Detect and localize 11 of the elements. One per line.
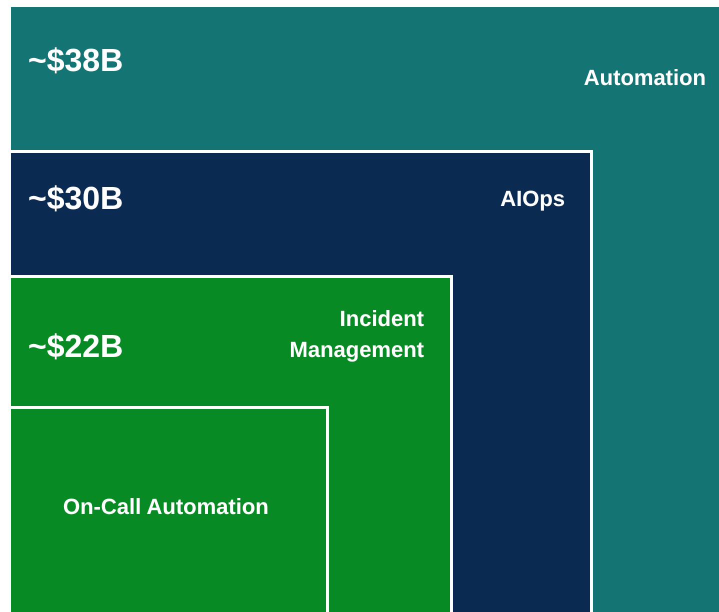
market-size-value: ~$22B [28,327,124,366]
market-segment-box [11,7,719,612]
segment-label: Automation [584,64,706,92]
market-size-value: ~$30B [28,179,124,218]
market-segment-box [11,275,453,612]
market-segment-box [11,406,329,612]
market-size-value: ~$38B [28,41,124,80]
segment-label: AIOps [500,185,565,213]
market-segment-box [11,150,593,612]
segment-label: Incident Management [288,305,424,364]
segment-label: On-Call Automation [63,493,269,521]
